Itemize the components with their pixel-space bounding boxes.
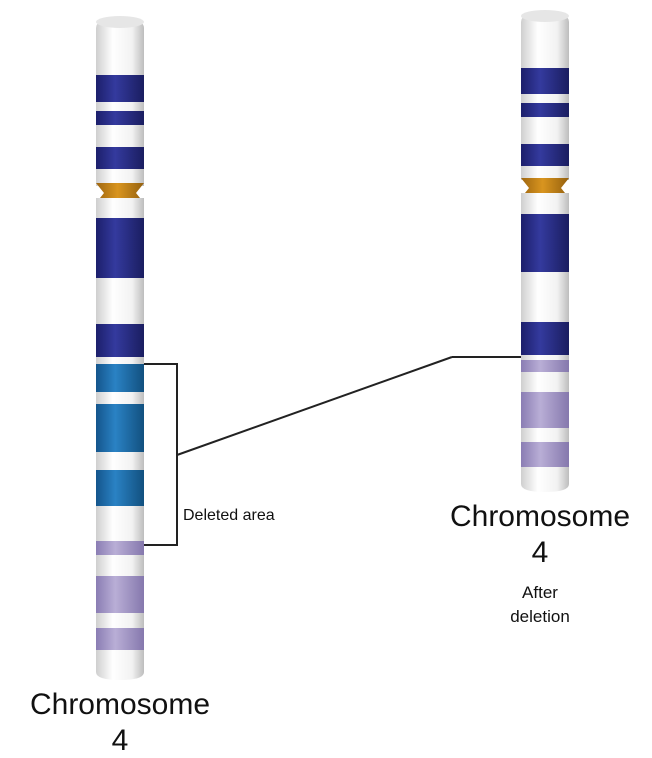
band-dark (521, 68, 569, 94)
band-purple (96, 576, 144, 613)
band-purple (521, 360, 569, 372)
band-purple (521, 392, 569, 428)
band-dark (521, 144, 569, 166)
connector-line (177, 357, 452, 455)
band-dark (521, 214, 569, 272)
after-deletion-label-line1: After (470, 582, 610, 604)
band-deleted (96, 404, 144, 452)
after-deletion-chromosome (521, 10, 569, 492)
band-dark (521, 103, 569, 117)
band-dark (96, 111, 144, 125)
top-cap (96, 16, 144, 28)
band-purple (96, 541, 144, 555)
after-deletion-label-line2: deletion (470, 606, 610, 628)
band-dark (96, 324, 144, 357)
top-cap (521, 10, 569, 22)
band-purple (96, 628, 144, 650)
band-dark (96, 218, 144, 278)
band-dark (96, 147, 144, 169)
original-chromosome-number: 4 (0, 724, 240, 758)
band-deleted (96, 364, 144, 392)
band-dark (96, 75, 144, 102)
band-purple (521, 442, 569, 467)
after-chromosome-title: Chromosome (420, 500, 652, 534)
after-chromosome-number: 4 (420, 536, 652, 570)
original-chromosome (96, 16, 144, 680)
band-deleted (96, 470, 144, 506)
original-chromosome-title: Chromosome (0, 688, 240, 722)
deleted-area-label: Deleted area (183, 506, 275, 526)
band-dark (521, 322, 569, 355)
